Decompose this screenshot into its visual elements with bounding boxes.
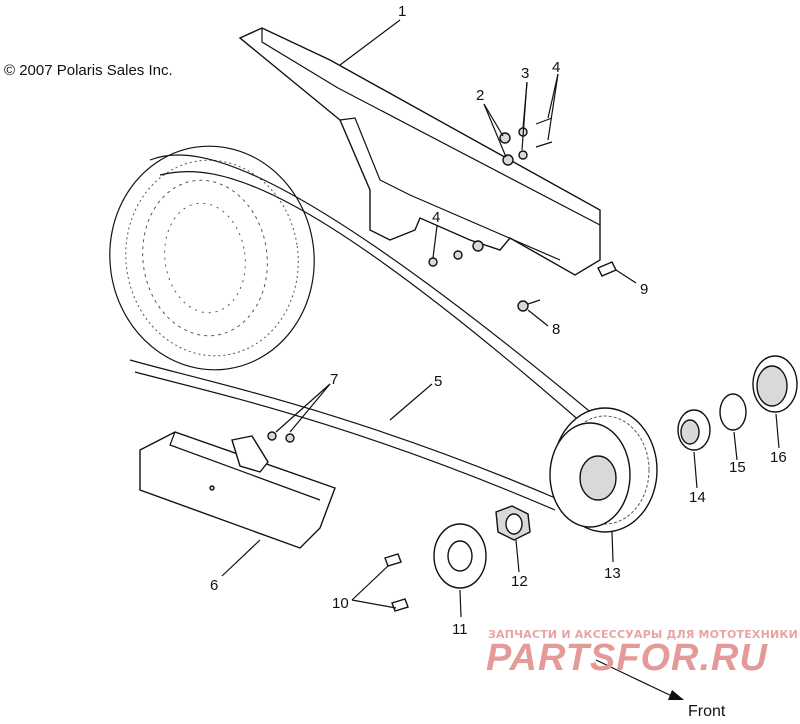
watermark-logo: PARTSFOR.RU [486, 637, 768, 679]
callout-4b: 4 [432, 209, 440, 226]
front-direction-label: Front [688, 703, 726, 720]
callout-9: 9 [640, 281, 648, 298]
callout-11: 11 [452, 621, 468, 638]
callout-8: 8 [552, 321, 560, 338]
bolts-10 [384, 553, 409, 612]
callout-6: 6 [210, 577, 218, 594]
rear-tire [109, 145, 315, 371]
callout-13: 13 [604, 565, 621, 582]
callout-16: 16 [770, 449, 787, 466]
callout-3: 3 [521, 65, 529, 82]
watermark-tagline: ЗАПЧАСТИ И АКСЕССУАРЫ ДЛЯ МОТОТЕХНИКИ [488, 628, 798, 641]
leader-lines [221, 19, 780, 700]
rear-pulley [549, 407, 658, 533]
callout-4a: 4 [552, 59, 560, 76]
bearing-spacers [677, 355, 798, 451]
callout-15: 15 [729, 459, 746, 476]
callout-2: 2 [476, 87, 484, 104]
callout-5: 5 [434, 373, 442, 390]
lower-guard [139, 431, 336, 549]
hardware-nuts-bolts [428, 117, 617, 312]
callout-7: 7 [330, 371, 338, 388]
belt-guard [238, 27, 601, 276]
callout-12: 12 [511, 573, 528, 590]
callout-10: 10 [332, 595, 349, 612]
callout-1: 1 [398, 3, 406, 20]
axle-nut-and-plate [433, 505, 531, 589]
callout-14: 14 [689, 489, 706, 506]
drive-belt [129, 154, 601, 511]
copyright-text: © 2007 Polaris Sales Inc. [4, 62, 173, 79]
callout-numbers: 1 2 3 4 4 5 6 7 8 9 10 11 12 13 14 15 16 [210, 3, 787, 638]
